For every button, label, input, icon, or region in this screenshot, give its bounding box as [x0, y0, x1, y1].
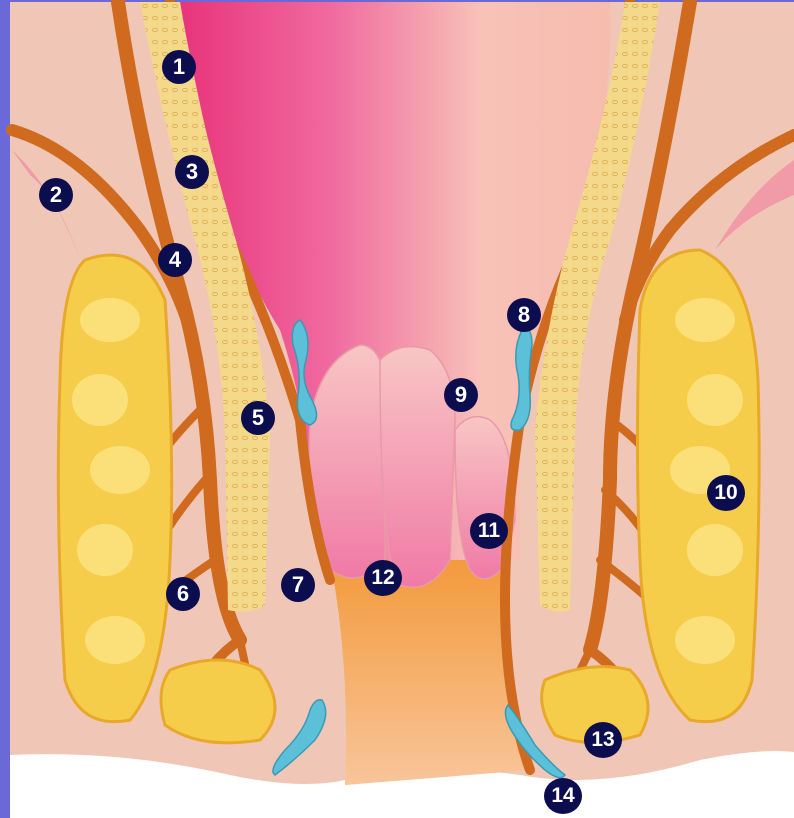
left-lower-fat: [161, 660, 275, 743]
anal-canal: [330, 560, 530, 785]
marker-10: 10: [707, 475, 745, 511]
marker-2: 2: [39, 178, 73, 212]
marker-5: 5: [241, 401, 275, 435]
marker-11: 11: [470, 513, 508, 549]
marker-9: 9: [444, 378, 478, 412]
marker-4: 4: [158, 243, 192, 277]
marker-1: 1: [162, 50, 196, 84]
marker-14: 14: [544, 778, 582, 814]
marker-12: 12: [364, 560, 402, 596]
marker-8: 8: [507, 298, 541, 332]
marker-13: 13: [584, 722, 622, 758]
marker-7: 7: [281, 568, 315, 602]
marker-3: 3: [175, 155, 209, 189]
marker-6: 6: [166, 577, 200, 611]
